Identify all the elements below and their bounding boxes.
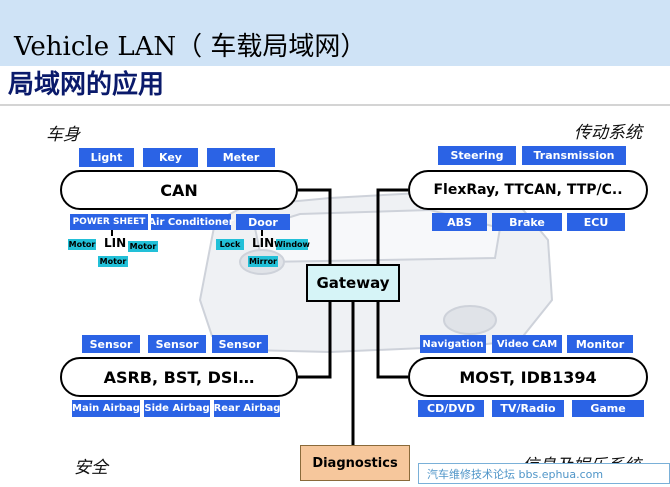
node-air-conditioner: Air Conditioner bbox=[148, 214, 234, 230]
lin-left-label: LIN bbox=[104, 236, 127, 250]
node-game: Game bbox=[572, 400, 644, 417]
lin-left-node-motor-1: Motor bbox=[68, 239, 96, 250]
line-most-gateway bbox=[376, 302, 408, 379]
node-light: Light bbox=[79, 148, 134, 167]
node-key: Key bbox=[143, 148, 198, 167]
line-flexray-gateway bbox=[376, 188, 408, 264]
node-abs: ABS bbox=[432, 213, 487, 231]
bus-lines bbox=[111, 188, 408, 445]
lin-right-node-window: Window bbox=[274, 239, 310, 250]
page-subtitle: 局域网的应用 bbox=[8, 70, 165, 100]
diagnostics-box: Diagnostics bbox=[300, 445, 410, 481]
car-wheel-right bbox=[443, 305, 497, 335]
title-bar bbox=[0, 0, 670, 66]
node-video-cam: Video CAM bbox=[492, 335, 562, 353]
node-monitor: Monitor bbox=[567, 335, 633, 353]
bus-asrb: ASRB, BST, DSI… bbox=[60, 357, 298, 397]
node-cd-dvd: CD/DVD bbox=[418, 400, 484, 417]
node-steering: Steering bbox=[438, 146, 516, 165]
bus-flexray: FlexRay, TTCAN, TTP/C.. bbox=[408, 170, 648, 210]
node-tv-radio: TV/Radio bbox=[492, 400, 564, 417]
node-side-airbag: Side Airbag bbox=[144, 400, 210, 417]
category-safety: 安全 bbox=[74, 458, 108, 478]
node-door: Door bbox=[236, 214, 290, 230]
node-sensor-3: Sensor bbox=[212, 335, 268, 353]
node-sensor-2: Sensor bbox=[148, 335, 206, 353]
node-sensor-1: Sensor bbox=[82, 335, 140, 353]
node-rear-airbag: Rear Airbag bbox=[214, 400, 280, 417]
category-body: 车身 bbox=[46, 125, 80, 145]
lin-left-node-motor-2: Motor bbox=[128, 241, 158, 252]
page-title: Vehicle LAN（ 车载局域网） bbox=[14, 32, 367, 62]
divider bbox=[0, 104, 670, 106]
lin-right-label: LIN bbox=[252, 236, 275, 250]
node-power-sheet: POWER SHEET bbox=[70, 214, 148, 230]
node-navigation: Navigation bbox=[420, 335, 486, 353]
node-main-airbag: Main Airbag bbox=[72, 400, 140, 417]
node-transmission: Transmission bbox=[522, 146, 626, 165]
lin-left-node-motor-3: Motor bbox=[98, 256, 128, 267]
node-meter: Meter bbox=[207, 148, 275, 167]
category-powertrain: 传动系统 bbox=[574, 123, 642, 143]
line-can-gateway bbox=[298, 188, 332, 264]
watermark: 汽车维修技术论坛 bbs.ephua.com bbox=[418, 463, 670, 484]
gateway-box: Gateway bbox=[306, 264, 400, 302]
line-asrb-gateway bbox=[298, 302, 332, 379]
node-brake: Brake bbox=[492, 213, 562, 231]
bus-can: CAN bbox=[60, 170, 298, 210]
lin-right-node-mirror: Mirror bbox=[248, 256, 278, 267]
bus-most: MOST, IDB1394 bbox=[408, 357, 648, 397]
node-ecu: ECU bbox=[567, 213, 625, 231]
lin-right-node-lock: Lock bbox=[216, 239, 244, 250]
